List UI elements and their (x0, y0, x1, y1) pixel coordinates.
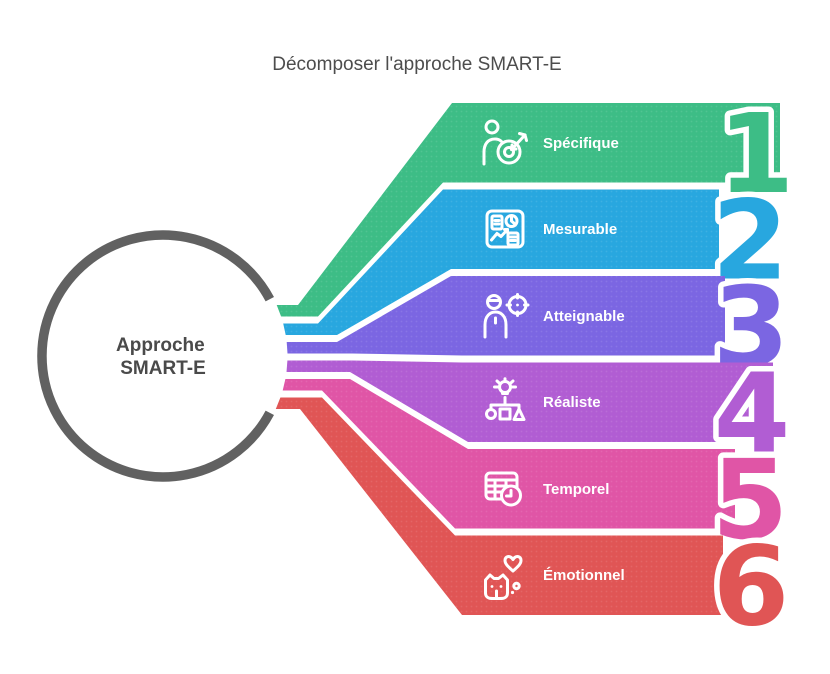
diagram-title: Décomposer l'approche SMART-E (272, 54, 561, 75)
hub-label-line1: Approche (116, 335, 205, 356)
band-texture (282, 379, 735, 529)
band-label: Réaliste (543, 394, 601, 411)
hub-label: Approche SMART-E (116, 335, 210, 379)
band-realiste: Réaliste 4 (286, 344, 796, 483)
face-heart-icon (484, 555, 523, 600)
band-texture (286, 276, 725, 356)
band-number: 1 (718, 90, 795, 218)
person-target-icon (482, 119, 528, 166)
band-label: Émotionnel (543, 567, 625, 584)
band-specifique: Spécifique 1 (276, 85, 800, 317)
band-texture (286, 360, 773, 442)
band-texture (283, 189, 719, 335)
band-emotionnel: Émotionnel 6 (275, 397, 795, 656)
person-crosshair-icon (483, 293, 530, 339)
band-label: Temporel (543, 481, 609, 498)
band-mesurable: Mesurable 2 (283, 171, 794, 335)
band-texture (275, 397, 723, 615)
band-label: Spécifique (543, 135, 619, 152)
calendar-clock-icon (484, 471, 522, 507)
hub-ring (37, 230, 274, 482)
band-texture (276, 103, 780, 317)
idea-flowchart-icon (485, 377, 526, 421)
hub-label-line2: SMART-E (120, 358, 206, 379)
dashboard-charts-icon (485, 209, 525, 249)
band-label: Mesurable (543, 221, 617, 238)
band-number: 6 (713, 523, 790, 651)
band-temporel: Temporel 5 (282, 379, 794, 570)
band-label: Atteignable (543, 308, 625, 325)
